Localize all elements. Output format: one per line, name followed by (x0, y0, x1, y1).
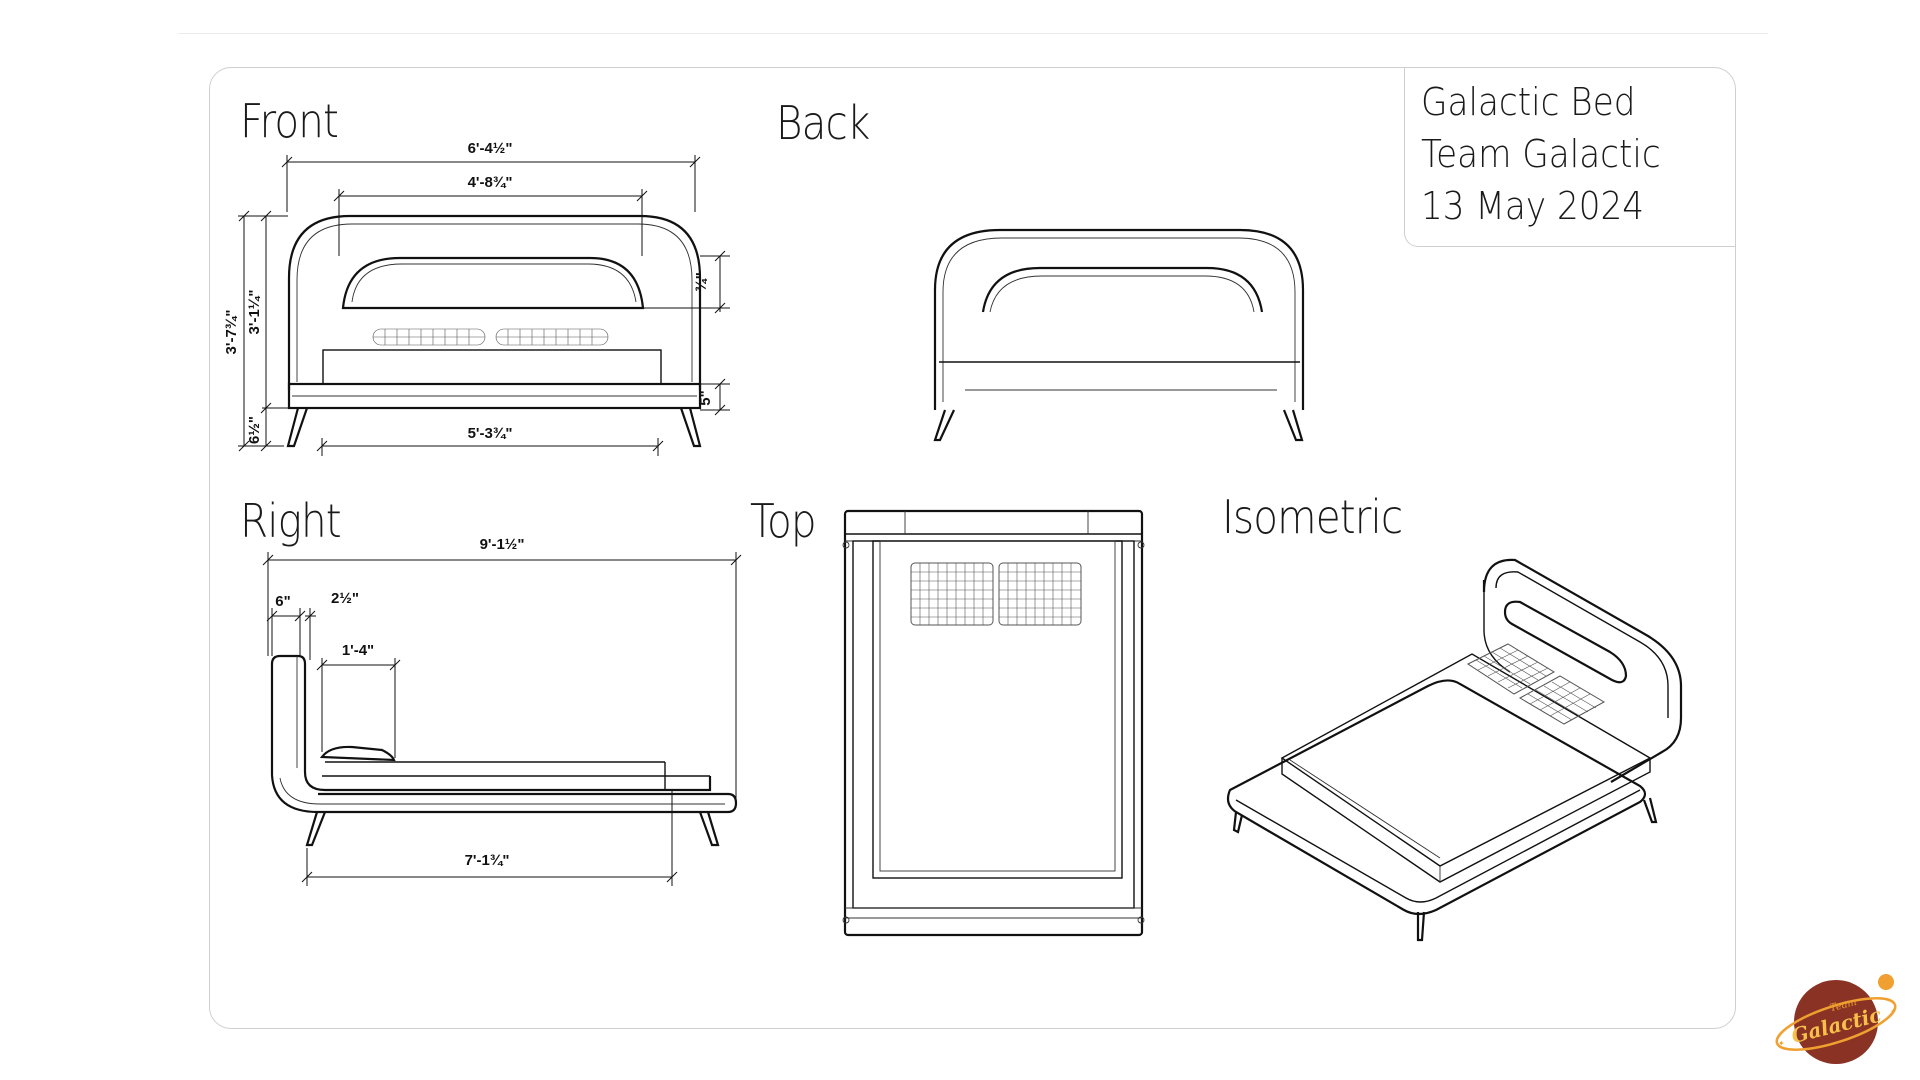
iso-mattress-side (1281, 758, 1651, 883)
dim-right-pillow-depth: 1'-4" (342, 642, 374, 659)
title-block: Galactic Bed Team Galactic 13 May 2024 (1404, 67, 1736, 247)
right-frame-line (279, 777, 725, 805)
view-label-top: Top (750, 494, 817, 548)
top-frame-outline (843, 509, 1144, 937)
front-headboard-inner (296, 223, 693, 382)
top-pillow-right-grid (999, 563, 1081, 625)
drawing-sheet (209, 67, 1736, 1029)
dim-front-headboard-height: 3'-1¼" (246, 290, 263, 335)
dim-front-arch-inset: ¾" (693, 272, 710, 292)
dim-right-panel-thickness: 2½" (331, 590, 359, 607)
dim-front-overall-height: 3'-7¾" (223, 310, 240, 355)
back-leg-left (933, 409, 955, 442)
iso-leg-3 (1642, 797, 1658, 824)
dim-right-leg-span: 7'-1¾" (465, 852, 510, 869)
front-pillow-right-grid (496, 329, 608, 345)
right-frame (270, 774, 738, 814)
view-label-front: Front (240, 94, 339, 148)
front-frame (287, 382, 702, 410)
iso-frame (1226, 679, 1647, 916)
front-leg-left (286, 407, 309, 448)
top-leg-marker-4 (1137, 916, 1145, 924)
right-view: 9'-1½" 6" 2½" 1'-4" 7'-1¾" (262, 536, 742, 886)
front-view: 6'-4½" 4'-8¾" 3'-7¾" 3'-1¼" ¾" 5" 6½" 5'… (223, 140, 730, 456)
top-pillow-left (910, 562, 994, 626)
iso-arch-cutout (1503, 600, 1628, 684)
front-mattress (322, 349, 662, 385)
dim-right-overall-length: 9'-1½" (480, 536, 525, 553)
top-mattress-inner (879, 540, 1116, 872)
iso-pillow-left-grid (1475, 647, 1549, 689)
view-label-back: Back (776, 96, 870, 150)
front-pillow-left-grid (373, 329, 485, 345)
top-view (842, 509, 1145, 937)
view-label-right: Right (240, 494, 342, 548)
right-dimension-lines (262, 552, 742, 886)
back-arch-cutout (981, 266, 1264, 313)
top-leg-marker-2 (1137, 541, 1145, 549)
right-headboard (270, 654, 712, 792)
dim-front-leg-span: 5'-3¾" (468, 425, 513, 442)
iso-frame-edge (1235, 789, 1641, 903)
logo-star-icon-2: ✦ (1890, 1007, 1897, 1016)
iso-leg-2 (1416, 911, 1426, 942)
back-headboard (933, 228, 1305, 410)
title-team: Team Galactic (1421, 132, 1661, 176)
view-label-isometric: Isometric (1222, 490, 1403, 544)
iso-headboard-side (1483, 592, 1511, 673)
back-leg-right (1282, 409, 1304, 442)
logo-orbit-ring (1775, 997, 1897, 1051)
right-pillow (319, 745, 396, 762)
dim-front-leg-height: 6½" (246, 416, 263, 444)
title-date: 13 May 2024 (1421, 184, 1645, 228)
iso-pillow-left (1466, 643, 1555, 695)
logo-moon-icon (1878, 974, 1894, 990)
dim-right-headboard-depth: 6" (275, 593, 290, 610)
iso-mattress-seam (1289, 759, 1441, 882)
front-leg-right (679, 407, 702, 448)
dim-front-arch-width: 4'-8¾" (468, 174, 513, 191)
iso-headboard-inner (1495, 571, 1669, 718)
back-arch-inner (989, 275, 1255, 313)
iso-pillow-right-grid (1527, 681, 1597, 721)
front-headboard (287, 214, 702, 390)
team-galactic-logo: ✦ ✦ Team Galactic (1775, 974, 1897, 1064)
right-leg-front (305, 811, 327, 847)
iso-headboard (1482, 558, 1683, 783)
right-leg-back (698, 811, 720, 847)
top-mattress (872, 540, 1123, 879)
top-rule (178, 33, 1768, 34)
front-dimension-lines (238, 155, 730, 456)
back-view (933, 228, 1305, 442)
iso-leg-1 (1232, 811, 1244, 834)
top-pillow-right (998, 562, 1082, 626)
front-arch-inner (351, 263, 637, 303)
isometric-view (1226, 558, 1683, 942)
top-leg-marker-3 (842, 916, 850, 924)
back-headboard-inner (942, 237, 1296, 402)
top-leg-marker-1 (842, 541, 850, 549)
logo-star-icon: ✦ (1778, 1039, 1785, 1048)
top-pillow-left-grid (911, 563, 993, 625)
title-product: Galactic Bed (1421, 80, 1636, 124)
dim-front-frame-height: 5" (697, 390, 714, 405)
dim-front-overall-width: 6'-4½" (468, 140, 513, 157)
iso-pillow-right (1518, 675, 1606, 725)
front-arch-cutout (341, 256, 645, 310)
